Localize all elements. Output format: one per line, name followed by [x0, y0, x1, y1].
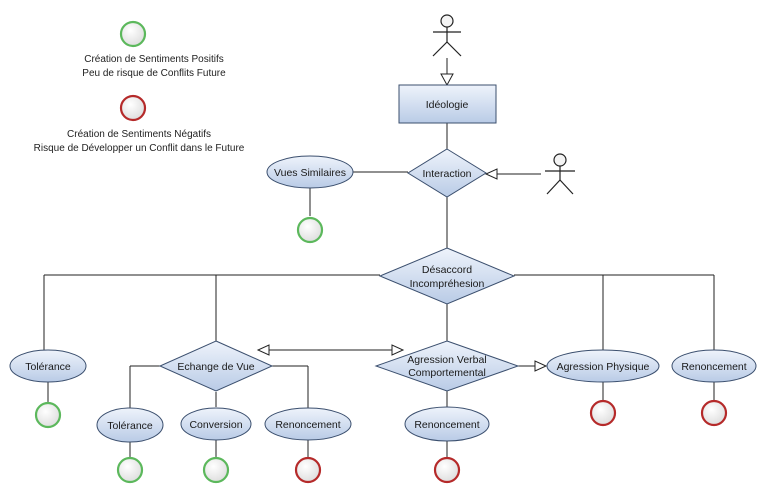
legend-negative-line2: Risque de Développer un Conflit dans le …	[33, 143, 245, 154]
outcome-positive-tolerance-left	[34, 401, 62, 429]
arrowhead-to-agression-verbal	[391, 344, 405, 356]
arrowhead-to-agression-physique	[534, 360, 548, 372]
node-renoncement-agression: Renoncement	[404, 406, 490, 442]
outcomes	[34, 20, 728, 484]
node-agression-physique-label: Agression Physique	[557, 361, 650, 373]
legend-positive-line2: Peu de risque de Conflits Future	[82, 68, 226, 79]
node-echange-de-vue: Echange de Vue	[158, 340, 274, 392]
node-tolerance-left: Tolérance	[9, 349, 87, 383]
outcome-negative-renoncement-sub	[294, 456, 322, 484]
node-desaccord-label-2: Incompréhesion	[410, 278, 485, 290]
node-agression-verbal-label-1: Agression Verbal	[407, 354, 486, 366]
legend-positive-text: Création de Sentiments Positifs Peu de r…	[54, 53, 254, 81]
node-tolerance-sub: Tolérance	[96, 407, 164, 443]
node-renoncement-sub: Renoncement	[264, 407, 352, 441]
node-desaccord-label-1: Désaccord	[422, 264, 472, 276]
node-conversion-label: Conversion	[189, 419, 242, 431]
outcome-positive-tolerance-sub	[116, 456, 144, 484]
legend-negative-line1: Création de Sentiments Négatifs	[67, 129, 211, 140]
outcome-negative-agression-physique	[589, 399, 617, 427]
node-agression-verbal: Agression Verbal Comportemental	[374, 340, 520, 392]
node-agression-verbal-label-2: Comportemental	[408, 367, 486, 379]
node-ideologie: Idéologie	[398, 84, 497, 124]
node-interaction-label: Interaction	[422, 168, 471, 180]
node-tolerance-left-label: Tolérance	[25, 361, 71, 373]
arrowheads	[256, 73, 548, 372]
legend-negative-text: Création de Sentiments Négatifs Risque d…	[14, 128, 264, 156]
arrowhead-to-interaction	[484, 168, 498, 180]
node-desaccord: Désaccord Incompréhesion	[378, 247, 516, 305]
node-vues-similaires-label: Vues Similaires	[274, 167, 346, 179]
outcome-positive-vues-similaires	[296, 216, 324, 244]
node-agression-physique: Agression Physique	[546, 349, 660, 383]
node-renoncement-right-label: Renoncement	[681, 361, 746, 373]
outcome-positive-conversion	[202, 456, 230, 484]
legend-negative-circle	[119, 94, 147, 122]
edges	[43, 58, 715, 458]
node-tolerance-sub-label: Tolérance	[107, 420, 153, 432]
actor-right-icon	[545, 153, 575, 195]
node-renoncement-right: Renoncement	[671, 349, 757, 383]
node-echange-label: Echange de Vue	[177, 361, 254, 373]
node-renoncement-sub-label: Renoncement	[275, 419, 340, 431]
node-renoncement-agression-label: Renoncement	[414, 419, 479, 431]
actor-top-icon	[432, 14, 462, 57]
outcome-negative-renoncement-agression	[433, 456, 461, 484]
arrowhead-to-echange	[256, 344, 270, 356]
node-vues-similaires: Vues Similaires	[266, 155, 354, 189]
legend-positive-line1: Création de Sentiments Positifs	[84, 54, 224, 65]
node-ideologie-label: Idéologie	[426, 99, 469, 111]
outcome-negative-renoncement-right	[700, 399, 728, 427]
arrowhead-to-ideologie	[440, 73, 454, 87]
legend-positive-circle	[119, 20, 147, 48]
node-conversion: Conversion	[180, 407, 252, 441]
node-interaction: Interaction	[407, 148, 487, 198]
